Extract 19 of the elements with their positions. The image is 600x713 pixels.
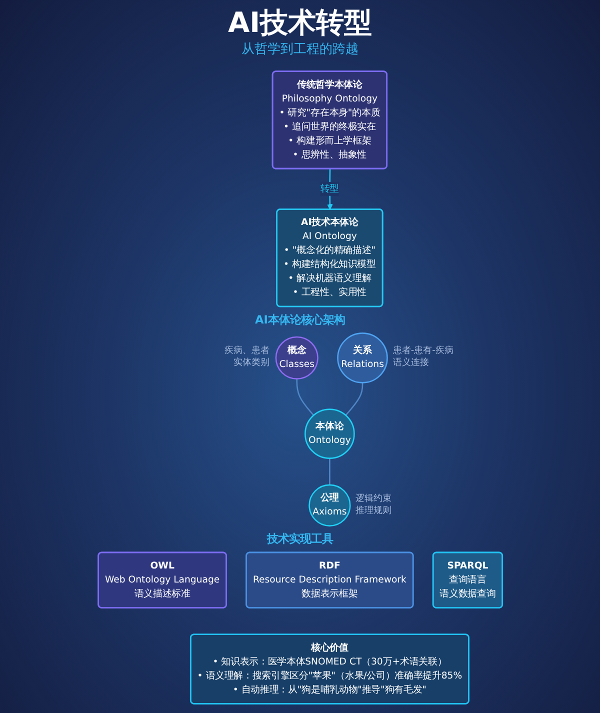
node-caption: 患者-患有-疾病: [392, 346, 454, 358]
edge-label: 转型: [320, 183, 339, 194]
section-heading: 技术实现工具: [267, 532, 333, 547]
connector: [344, 382, 363, 416]
node-circle: 概念 Classes: [274, 336, 318, 380]
arrow: [326, 168, 332, 210]
section-heading: AI本体论核心架构: [255, 312, 345, 328]
connector: [296, 378, 314, 416]
node-circle: 公理 Axioms: [308, 484, 350, 526]
node-circle: 本体论 Ontology: [304, 408, 354, 459]
node-circle: 关系 Relations: [336, 332, 388, 384]
node-caption: 语义连接: [392, 358, 429, 370]
node-caption: 推理规则: [356, 506, 392, 518]
node-caption: 实体类别: [234, 358, 270, 370]
title: AI技术转型: [228, 6, 372, 40]
node-caption: 疾病、患者: [224, 346, 270, 358]
node-caption: 逻辑约束: [356, 494, 392, 506]
connector: [328, 458, 330, 485]
subtitle: 从哲学到工程的跨越: [242, 42, 358, 58]
